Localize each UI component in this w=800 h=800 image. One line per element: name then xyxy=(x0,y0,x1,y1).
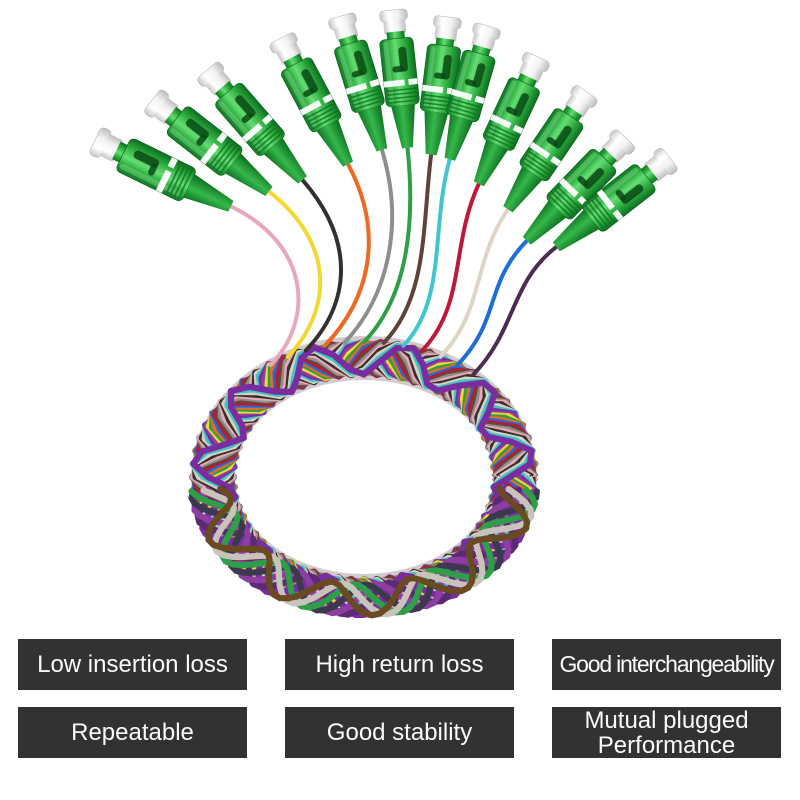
fiber-cable-red xyxy=(420,181,481,353)
fiber-cable-black xyxy=(300,177,343,353)
sc-apc-connectors xyxy=(89,8,678,252)
fiber-cable-blue xyxy=(455,238,529,368)
sc-apc-connector-12 xyxy=(552,148,678,252)
feature-label-repeatable: Repeatable xyxy=(18,707,247,758)
fiber-cable-aqua xyxy=(401,157,452,348)
sc-apc-connector-4 xyxy=(269,32,353,167)
sc-apc-connector-3 xyxy=(197,61,307,184)
fiber-cable-brown xyxy=(381,152,434,345)
sc-apc-connector-11 xyxy=(522,129,635,245)
fiber-cable-rose xyxy=(228,204,301,368)
sc-apc-connector-10 xyxy=(503,85,598,213)
fiber-cables xyxy=(228,145,559,377)
fiber-cable-violet xyxy=(471,244,559,377)
fiber-cable-orange xyxy=(322,162,371,348)
feature-label-text: Good interchangeability xyxy=(559,651,774,677)
feature-label-mutual-plugged-performance: Mutual plugged Performance xyxy=(552,707,781,758)
sc-apc-connector-2 xyxy=(144,89,273,196)
feature-label-high-return-loss: High return loss xyxy=(285,639,514,690)
sc-apc-connector-1 xyxy=(89,127,234,212)
fiber-cable-white xyxy=(438,207,510,359)
feature-label-good-stability: Good stability xyxy=(285,707,514,758)
sc-apc-connector-5 xyxy=(328,12,388,152)
sc-apc-connector-8 xyxy=(444,22,501,161)
fiber-cable-slate xyxy=(342,147,394,345)
sc-apc-connector-9 xyxy=(473,52,550,187)
fiber-cable-green xyxy=(362,145,413,344)
fiber-coil xyxy=(188,336,540,619)
feature-label-low-insertion-loss: Low insertion loss xyxy=(18,639,247,690)
fiber-cable-yellow xyxy=(266,189,323,359)
sc-apc-connector-6 xyxy=(379,8,420,149)
feature-label-good-interchangeability: Good interchangeability xyxy=(552,639,781,690)
